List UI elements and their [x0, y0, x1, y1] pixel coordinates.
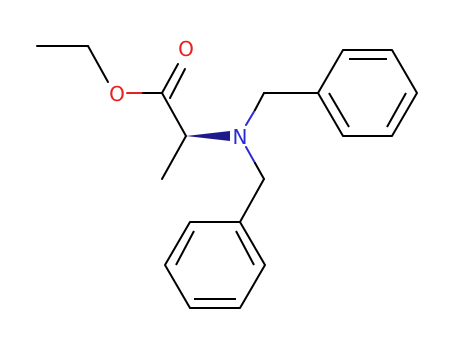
bond-n-ch2-lower — [254, 162, 265, 180]
bond-n-ch2-upper — [254, 92, 265, 111]
bonds — [36, 45, 319, 223]
atom-label-nitrogen: N — [233, 125, 248, 149]
benzene-ring-upper — [317, 49, 418, 137]
atom-label-carbonyl-oxygen: O — [178, 37, 194, 61]
bond-alpha-methyl — [161, 135, 187, 180]
bond-ch2-ring-lower — [239, 178, 265, 223]
bond-carbonyl-alpha — [161, 92, 187, 137]
bond-n-ch2-upper-blue — [245, 109, 256, 126]
stereo-wedge-bond — [186, 131, 230, 141]
atom-label-ester-oxygen: O — [109, 82, 125, 106]
bond-n-ch2-lower-blue — [245, 146, 256, 164]
bond-carbonyl-double-1 — [161, 63, 179, 94]
bond-ethyl-ch2-o — [87, 45, 109, 83]
benzene-ring-lower — [164, 221, 266, 309]
bond-carbonyl-double-2 — [169, 68, 186, 99]
